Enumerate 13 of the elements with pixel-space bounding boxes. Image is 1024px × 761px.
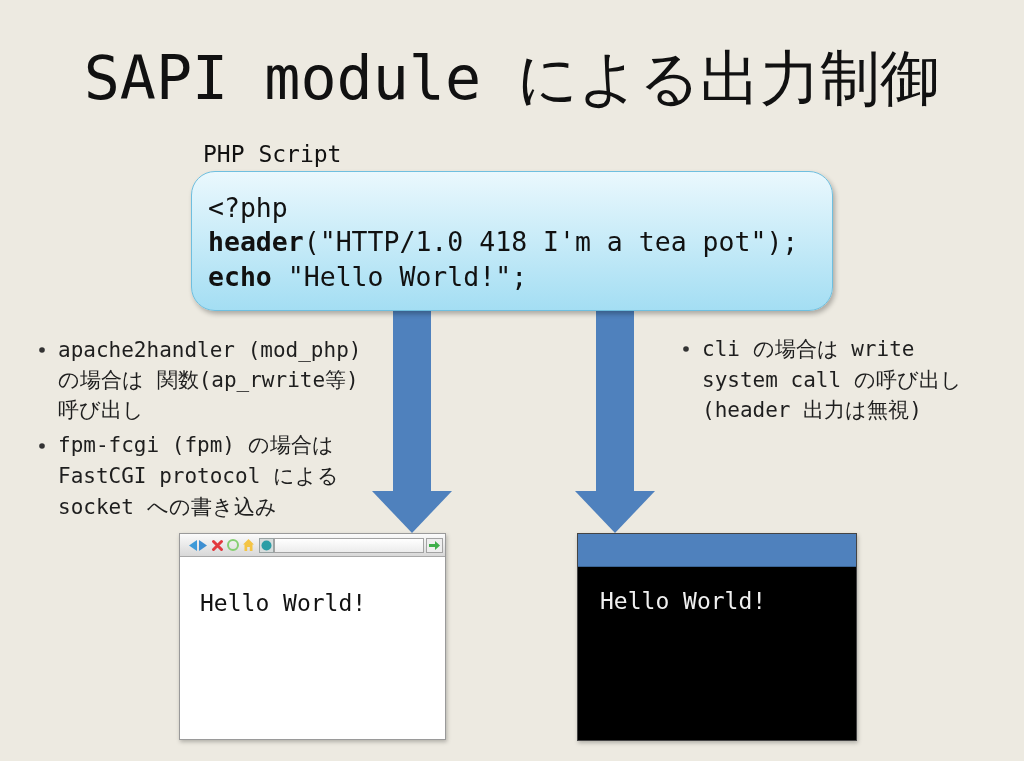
block-arrow (372, 311, 452, 533)
bullet-text: cli の場合は write system call の呼び出し (header 出力は無視) (702, 336, 963, 424)
browser-window (179, 533, 446, 740)
slide-title: SAPI module による出力制御 (83, 42, 941, 114)
window-text: Hello World! (600, 587, 767, 615)
code-line: echo "Hello World!"; (208, 259, 528, 294)
bullet-text: fpm-fcgi (fpm) の場合は FastCGI protocol による socket への書き込み (58, 432, 340, 521)
code-line: <?php (208, 190, 288, 225)
block-arrow (575, 311, 655, 533)
terminal-window (577, 533, 857, 741)
caption-text: PHP Script (203, 140, 342, 168)
window-text: Hello World! (200, 589, 367, 617)
code-line: header("HTTP/1.0 418 I'm a tea pot"); (208, 225, 799, 259)
